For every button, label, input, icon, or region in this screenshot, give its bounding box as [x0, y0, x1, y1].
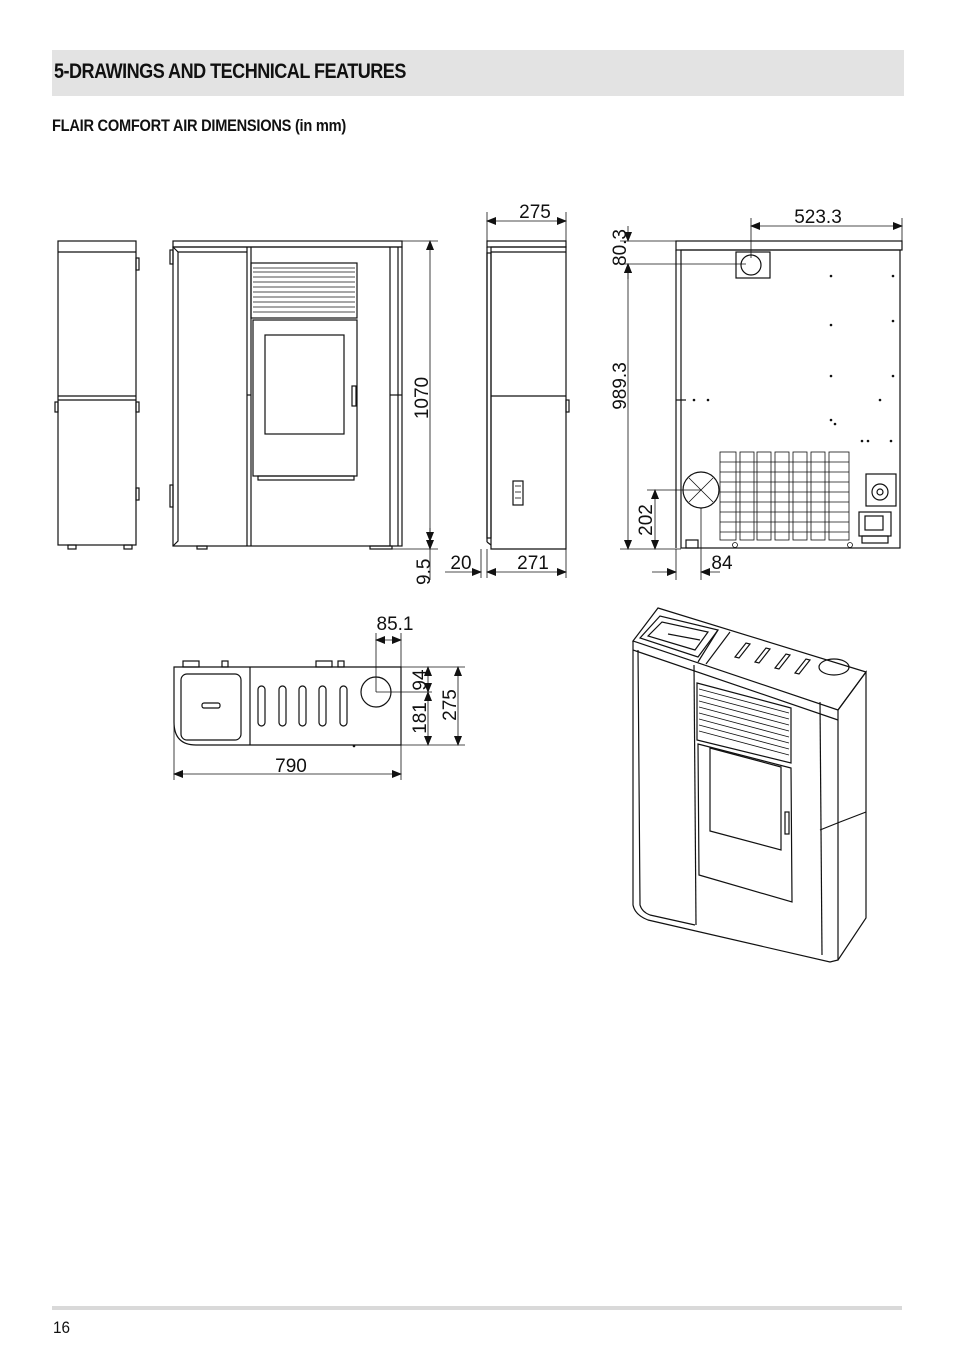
- dim-side-top-depth: 275: [519, 202, 551, 223]
- drawing-subtitle: FLAIR COMFORT AIR DIMENSIONS (in mm): [52, 116, 346, 135]
- dim-side-offset: 20: [450, 553, 471, 574]
- side-panel-view: [54, 240, 140, 550]
- dim-top-flue-depth: 181: [410, 702, 431, 734]
- dim-rear-air-height: 202: [636, 504, 657, 536]
- dim-top-depth: 275: [440, 689, 461, 721]
- dim-top-flue-y: 94: [410, 669, 431, 691]
- footer-rule: [52, 1306, 902, 1310]
- rear-dimensions: 523.3 80.3 989.3 202 84: [610, 207, 903, 580]
- dim-side-depth: 271: [517, 553, 549, 574]
- section-title: 5-DRAWINGS AND TECHNICAL FEATURES: [54, 60, 406, 83]
- page-number: 16: [53, 1318, 71, 1337]
- rear-view: [675, 240, 903, 549]
- top-view: [173, 660, 402, 748]
- side-dimensions: 275 20 271: [445, 202, 567, 578]
- rear-vent-grid: [719, 451, 850, 541]
- dim-rear-flue-height: 989.3: [610, 362, 631, 410]
- side-view: [486, 240, 570, 550]
- dim-front-foot: 9.5: [414, 559, 435, 585]
- dim-top-width: 790: [275, 756, 307, 777]
- dim-rear-flue-top: 80.3: [610, 229, 631, 266]
- section-header-bar: 5-DRAWINGS AND TECHNICAL FEATURES: [52, 50, 904, 96]
- dim-rear-air-x: 84: [711, 553, 733, 574]
- front-height-dimension: 1070 9.5: [392, 240, 438, 585]
- dim-top-flue-x: 85.1: [377, 614, 414, 635]
- dim-rear-flue-x: 523.3: [794, 207, 842, 228]
- dim-front-height: 1070: [412, 377, 433, 419]
- front-view: [169, 240, 403, 550]
- top-dimensions: 85.1 94 181 275 790: [173, 614, 465, 780]
- isometric-view: [632, 607, 867, 963]
